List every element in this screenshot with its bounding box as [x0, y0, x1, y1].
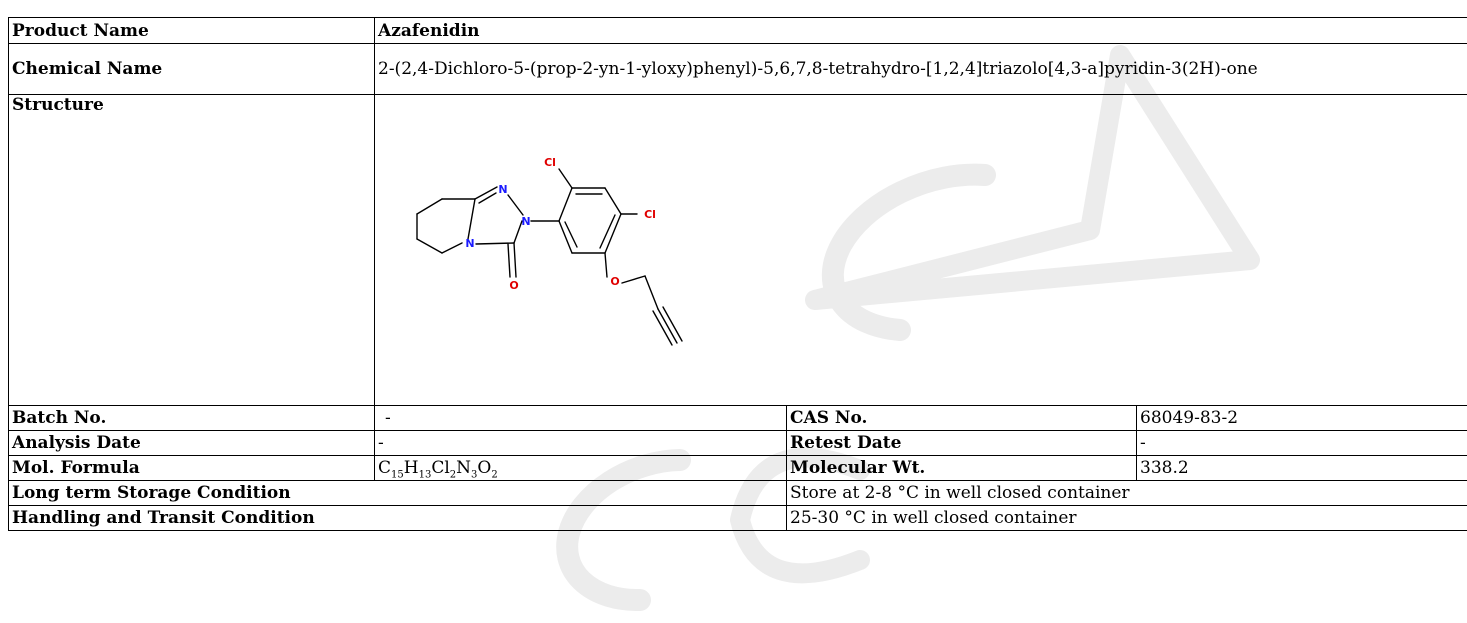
atom-n-mid: N: [521, 215, 530, 228]
atom-o-ether: O: [610, 275, 619, 288]
formula-n-4: 2: [491, 469, 498, 481]
row-chemical-name: Chemical Name 2-(2,4-Dichloro-5-(prop-2-…: [8, 43, 1467, 95]
row-handling: Handling and Transit Condition 25-30 °C …: [8, 505, 1467, 531]
formula-n-1: 13: [418, 469, 432, 481]
atom-cl-top: Cl: [544, 156, 556, 169]
structure-cell: Cl Cl N N N O O: [374, 94, 1467, 406]
structure-diagram: Cl Cl N N N O O: [416, 156, 683, 346]
atom-cl-right: Cl: [644, 208, 656, 221]
analysis-date-value: -: [374, 430, 787, 456]
retest-date-value: -: [1136, 430, 1467, 456]
chemical-name-value: 2-(2,4-Dichloro-5-(prop-2-yn-1-yloxy)phe…: [374, 43, 1467, 95]
mol-wt-label: Molecular Wt.: [786, 455, 1137, 481]
product-name-label: Product Name: [8, 17, 375, 44]
mol-wt-value: 338.2: [1136, 455, 1467, 481]
batch-value: -: [374, 405, 787, 431]
formula-el-3: N: [456, 458, 472, 478]
row-batch-cas: Batch No. - CAS No. 68049-83-2: [8, 405, 1467, 431]
batch-label: Batch No.: [8, 405, 375, 431]
formula-el-0: C: [378, 458, 392, 478]
chemical-name-label: Chemical Name: [8, 43, 375, 95]
formula-n-2: 2: [449, 469, 457, 481]
formula-value: C15H13Cl2N3O2: [374, 455, 787, 481]
retest-date-label: Retest Date: [786, 430, 1137, 456]
storage-value: Store at 2-8 °C in well closed container: [786, 480, 1467, 506]
row-formula-weight: Mol. Formula C15H13Cl2N3O2 Molecular Wt.…: [8, 455, 1467, 481]
atom-n-top: N: [498, 183, 507, 196]
cas-label: CAS No.: [786, 405, 1137, 431]
cas-value: 68049-83-2: [1136, 405, 1467, 431]
handling-value: 25-30 °C in well closed container: [786, 505, 1467, 531]
handling-label: Handling and Transit Condition: [8, 505, 787, 531]
atom-o-carbonyl: O: [509, 279, 518, 292]
formula-n-3: 3: [471, 469, 478, 481]
row-product-name: Product Name Azafenidin: [8, 17, 1467, 44]
atom-n-left: N: [465, 237, 474, 250]
formula-label: Mol. Formula: [8, 455, 375, 481]
analysis-date-label: Analysis Date: [8, 430, 375, 456]
storage-label: Long term Storage Condition: [8, 480, 787, 506]
formula-n-0: 15: [391, 469, 404, 481]
row-dates: Analysis Date - Retest Date -: [8, 430, 1467, 456]
row-structure: Structure: [8, 94, 1467, 406]
structure-label: Structure: [8, 94, 375, 406]
product-name-value: Azafenidin: [374, 17, 1467, 44]
coa-table: Product Name Azafenidin Chemical Name 2-…: [8, 17, 1467, 531]
formula-el-2: Cl: [431, 458, 450, 478]
formula-el-4: O: [477, 458, 492, 478]
formula-el-1: H: [403, 458, 419, 478]
row-storage: Long term Storage Condition Store at 2-8…: [8, 480, 1467, 506]
